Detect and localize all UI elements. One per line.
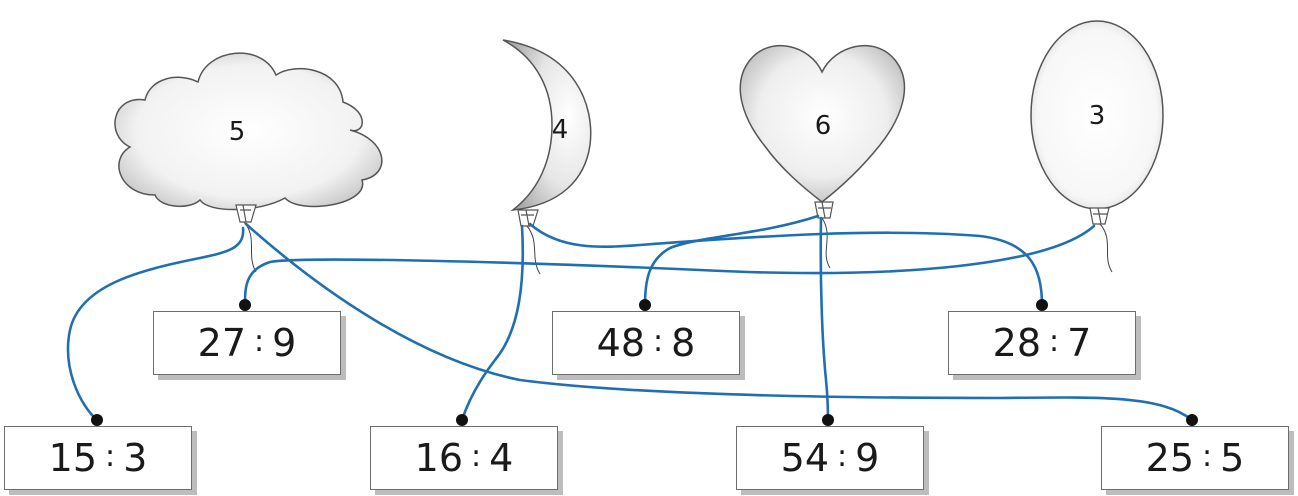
colon: : [837,438,848,474]
expression-box-54-9: 54:9 [736,426,924,490]
moon-number: 4 [552,115,569,145]
expression-box-48-8: 48:8 [552,311,740,375]
oval-tail [1099,223,1113,273]
connection-dots [91,299,1198,426]
divisor: 9 [272,321,297,365]
oval-number: 3 [1089,101,1106,131]
dividend: 16 [414,436,464,480]
line-moon-28-7 [528,222,1044,307]
colon: : [471,438,482,474]
expression-box-16-4: 16:4 [370,426,558,490]
heart-knot [814,201,834,219]
heart-balloon: 6 [739,44,906,219]
dot-15-3 [91,414,103,426]
oval-knot [1089,207,1110,225]
dot-27-9 [239,299,251,311]
dividend: 54 [780,436,830,480]
cloud-number: 5 [229,117,246,147]
divisor: 9 [855,436,880,480]
dividend: 28 [992,321,1042,365]
colon: : [254,323,265,359]
dot-16-4 [456,414,468,426]
expression-box-15-3: 15:3 [4,426,192,490]
divisor: 4 [489,436,514,480]
expression-box-28-7: 28:7 [948,311,1136,375]
dividend: 25 [1145,436,1195,480]
dividend: 15 [48,436,98,480]
moon-knot [517,209,539,227]
dot-25-5 [1186,414,1198,426]
line-oval-27-9 [243,224,1096,307]
line-heart-54-9 [819,216,830,422]
cloud-tail [243,221,257,273]
line-moon-16-4 [460,224,525,422]
line-heart-48-8 [643,214,820,307]
divisor: 5 [1220,436,1245,480]
balloon-tails [243,217,1113,275]
expression-box-25-5: 25:5 [1101,426,1289,490]
colon: : [1049,323,1060,359]
dot-48-8 [639,299,651,311]
colon: : [105,438,116,474]
moon-tail [526,225,541,275]
dividend: 27 [197,321,247,365]
cloud-shape [114,52,383,211]
dividend: 48 [596,321,646,365]
moon-shape [502,39,592,212]
connection-lines [66,214,1194,422]
heart-tail [821,217,831,269]
divisor: 7 [1067,321,1092,365]
oval-balloon: 3 [1030,20,1164,225]
cloud-balloon: 5 [114,52,383,223]
colon: : [1202,438,1213,474]
expression-box-27-9: 27:9 [153,311,341,375]
cloud-knot [235,204,257,223]
line-cloud-15-3 [66,226,245,422]
dot-54-9 [822,414,834,426]
divisor: 8 [671,321,696,365]
heart-number: 6 [815,111,832,141]
colon: : [653,323,664,359]
moon-balloon: 4 [502,39,592,227]
dot-28-7 [1036,299,1048,311]
line-cloud-25-5 [244,222,1194,422]
divisor: 3 [123,436,148,480]
